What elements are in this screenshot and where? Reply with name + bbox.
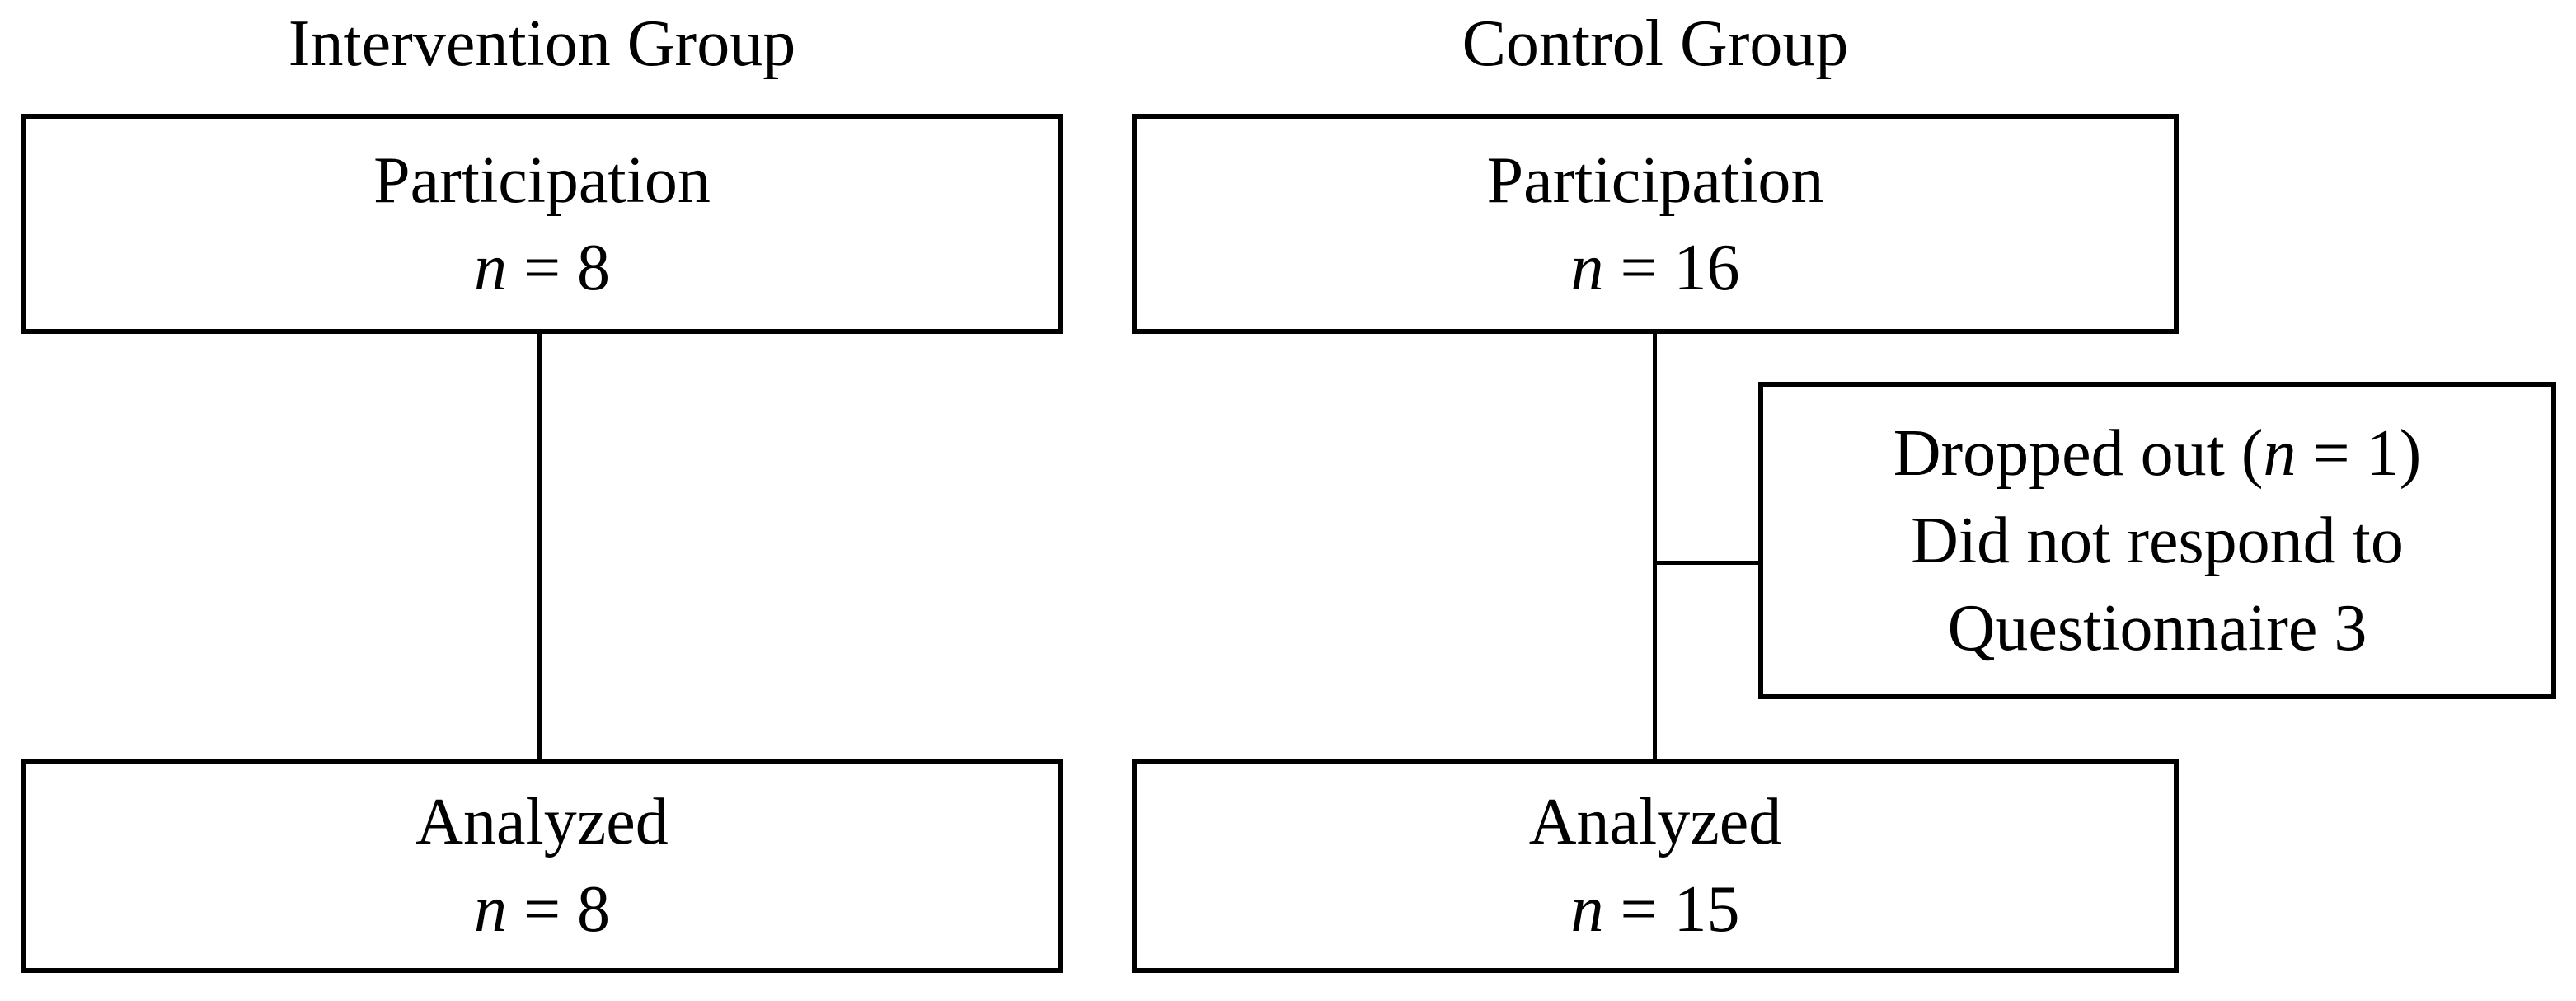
n-symbol: n xyxy=(473,873,507,946)
n-symbol: n xyxy=(473,231,507,304)
connector-line-control xyxy=(1653,334,1657,759)
intervention-group-title: Intervention Group xyxy=(288,7,796,80)
analyzed-box-intervention: Analyzed n = 8 xyxy=(21,759,1063,973)
analyzed-box-control: Analyzed n = 15 xyxy=(1132,759,2179,973)
n-symbol: n xyxy=(2263,416,2297,490)
box-label: Participation xyxy=(1486,143,1824,217)
box-n-count: n = 8 xyxy=(474,866,610,953)
dropout-text-pre: Dropped out ( xyxy=(1893,416,2264,490)
n-symbol: n xyxy=(1570,873,1604,946)
box-n-count: n = 15 xyxy=(1570,866,1739,953)
participation-box-control: Participation n = 16 xyxy=(1132,114,2179,334)
control-group-title: Control Group xyxy=(1462,7,1849,80)
participation-box-intervention: Participation n = 8 xyxy=(21,114,1063,334)
n-value: = 8 xyxy=(506,873,611,946)
n-symbol: n xyxy=(1570,231,1604,304)
dropout-line-2: Did not respond to xyxy=(1911,504,2404,577)
box-n-count: n = 16 xyxy=(1570,224,1739,312)
n-value: = 16 xyxy=(1603,231,1740,304)
connector-line-intervention xyxy=(537,334,542,759)
dropout-line-3: Questionnaire 3 xyxy=(1947,591,2367,665)
box-label: Analyzed xyxy=(1528,786,1782,858)
box-n-count: n = 8 xyxy=(474,224,610,312)
dropout-box-control: Dropped out (n = 1) Did not respond to Q… xyxy=(1758,382,2556,699)
dropout-text-post: = 1) xyxy=(2296,416,2422,490)
n-value: = 8 xyxy=(506,231,611,304)
connector-line-dropout xyxy=(1653,561,1760,565)
dropout-line-1: Dropped out (n = 1) xyxy=(1893,410,2422,497)
n-value: = 15 xyxy=(1603,873,1740,946)
box-label: Participation xyxy=(373,143,711,217)
box-label: Analyzed xyxy=(415,786,669,858)
